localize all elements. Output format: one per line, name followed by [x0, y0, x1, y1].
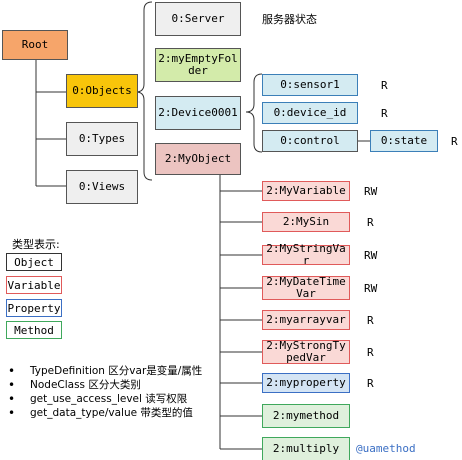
legend-method: Method	[6, 321, 62, 339]
notes-list: TypeDefinition 区分var是变量/属性 NodeClass 区分大…	[8, 364, 202, 420]
node-sensor1: 0:sensor1	[262, 74, 358, 96]
my-variable-access: RW	[364, 185, 378, 198]
node-my-strong-typed-var: 2:MyStrongTypedVar	[262, 340, 350, 364]
note-item: get_data_type/value 带类型的值	[8, 406, 202, 420]
node-my-string-var: 2:MyStringVar	[262, 243, 350, 267]
legend-property: Property	[6, 299, 62, 317]
node-my-date-time-var: 2:MyDateTimeVar	[262, 276, 350, 300]
node-device0001: 2:Device0001	[155, 96, 241, 130]
node-control: 0:control	[262, 130, 358, 152]
my-property-access: R	[367, 377, 374, 390]
node-my-property: 2:myproperty	[262, 373, 350, 393]
legend-title: 类型表示:	[12, 238, 60, 251]
node-device-id: 0:device_id	[262, 102, 358, 124]
note-item: get_use_access_level 读写权限	[8, 392, 202, 406]
node-my-sin: 2:MySin	[262, 212, 350, 232]
state-access: R	[451, 135, 458, 148]
node-types: 0:Types	[66, 122, 138, 156]
uamethod-annotation: @uamethod	[356, 442, 416, 455]
node-my-empty-folder: 2:myEmptyFolder	[155, 48, 241, 82]
note-item: NodeClass 区分大类别	[8, 378, 202, 392]
my-sin-access: R	[367, 216, 374, 229]
node-multiply: 2:multiply	[262, 437, 350, 460]
node-state: 0:state	[370, 130, 438, 152]
node-views: 0:Views	[66, 170, 138, 204]
note-item: TypeDefinition 区分var是变量/属性	[8, 364, 202, 378]
device-id-access: R	[381, 107, 388, 120]
my-array-var-access: R	[367, 314, 374, 327]
node-my-variable: 2:MyVariable	[262, 181, 350, 201]
my-string-var-access: RW	[364, 249, 378, 262]
node-objects: 0:Objects	[66, 74, 138, 108]
my-strong-typed-var-access: R	[367, 346, 374, 359]
node-my-method: 2:mymethod	[262, 404, 350, 428]
node-server: 0:Server	[155, 2, 241, 36]
legend-object: Object	[6, 253, 62, 271]
node-my-object: 2:MyObject	[155, 143, 241, 175]
server-note: 服务器状态	[262, 13, 317, 26]
legend-variable: Variable	[6, 276, 62, 294]
my-date-time-var-access: RW	[364, 282, 378, 295]
node-my-array-var: 2:myarrayvar	[262, 310, 350, 330]
node-root: Root	[2, 30, 68, 60]
sensor1-access: R	[381, 79, 388, 92]
